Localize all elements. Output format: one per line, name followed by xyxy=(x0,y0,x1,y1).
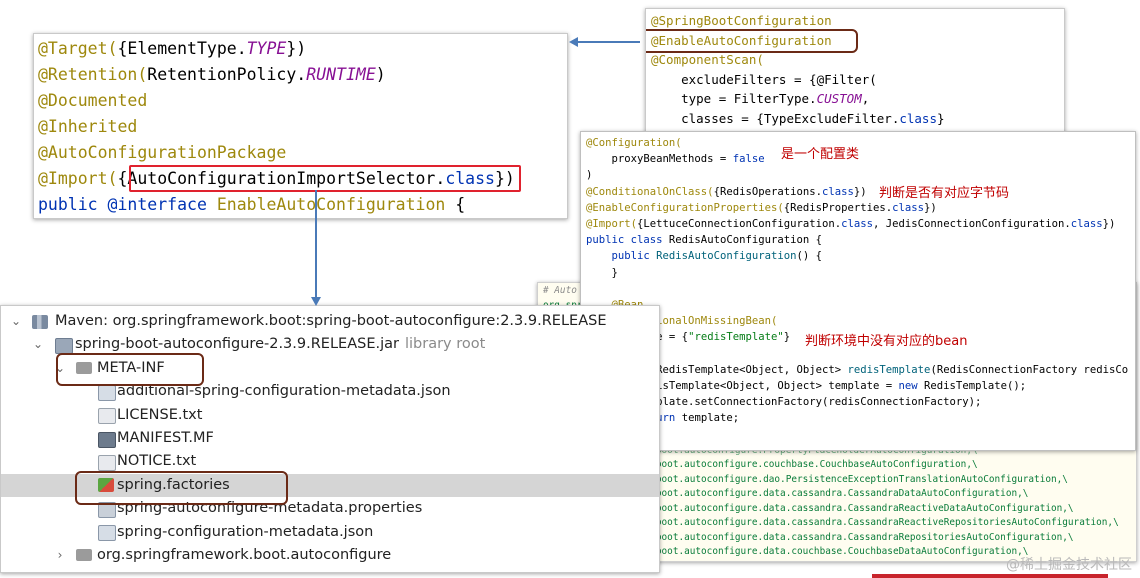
code-line: ) xyxy=(586,169,593,182)
highlight-meta-inf xyxy=(56,353,204,386)
tree-label: MANIFEST.MF xyxy=(117,430,214,446)
code-line: @Documented xyxy=(38,91,148,110)
factory-line: org.springframework.boot.autoconfigure.d… xyxy=(543,531,1074,543)
factory-line: org.springframework.boot.autoconfigure.d… xyxy=(543,546,1029,557)
annotation-config-class: 是一个配置类 xyxy=(781,147,860,162)
code-line: template.setConnectionFactory(redisConne… xyxy=(586,396,982,409)
tree-node-file[interactable]: LICENSE.txt xyxy=(1,404,659,427)
tree-node-jar[interactable]: ⌄ spring-boot-autoconfigure-2.3.9.RELEAS… xyxy=(1,333,659,356)
tree-label: spring.factories xyxy=(117,476,230,493)
chevron-right-icon[interactable]: › xyxy=(57,548,63,562)
highlight-enable-auto-configuration xyxy=(646,29,858,53)
factory-line: org.springframework.boot.autoconfigure.d… xyxy=(543,488,1029,499)
text-file-icon xyxy=(98,408,116,425)
tree-node-file[interactable]: spring-configuration-metadata.json xyxy=(1,521,659,544)
tree-node-maven-root[interactable]: ⌄ Maven: org.springframework.boot:spring… xyxy=(1,310,659,333)
highlight-spring-factories xyxy=(75,471,288,505)
code-line: public @interface EnableAutoConfiguratio… xyxy=(38,195,466,214)
spring-factories-icon xyxy=(98,478,114,493)
chevron-down-icon[interactable]: ⌄ xyxy=(54,360,66,375)
code-line: @Target({ElementType.TYPE}) xyxy=(38,39,307,58)
folder-icon xyxy=(76,549,92,561)
tree-node-file[interactable]: MANIFEST.MF xyxy=(1,427,659,450)
tree-label: NOTICE.txt xyxy=(117,453,197,470)
code-line: @SpringBootConfiguration xyxy=(651,13,832,28)
code-line: @Retention(RetentionPolicy.RUNTIME) xyxy=(38,65,386,84)
code-line: RedisTemplate<Object, Object> template =… xyxy=(586,380,1027,392)
code-line-enable-auto-config: @EnableAutoConfiguration xyxy=(651,32,832,48)
code-line: type = FilterType.CUSTOM, xyxy=(651,91,870,106)
arrow-connector-vertical xyxy=(315,190,317,300)
code-line: } xyxy=(586,266,618,279)
code-line: public class RedisAutoConfiguration { xyxy=(586,234,822,247)
code-panel-enable-auto-configuration: @Target({ElementType.TYPE}) @Retention(R… xyxy=(33,33,568,219)
code-line: public RedisTemplate<Object, Object> red… xyxy=(612,363,1129,376)
arrow-head-down-icon xyxy=(311,297,321,306)
code-line: proxyBeanMethods = false xyxy=(586,153,765,166)
code-line: excludeFilters = {@Filter( xyxy=(651,71,877,87)
bottom-red-strip xyxy=(872,574,1108,578)
project-tree-panel: ⌄ Maven: org.springframework.boot:spring… xyxy=(0,305,660,573)
tree-node-meta-inf[interactable]: ⌄ META-INF xyxy=(1,357,659,380)
code-line: @ConditionalOnClass({RedisOperations.cla… xyxy=(586,185,867,198)
tree-label: Maven: org.springframework.boot:spring-b… xyxy=(55,313,607,329)
manifest-file-icon xyxy=(98,431,116,448)
tree-node-spring-factories[interactable]: spring.factories xyxy=(1,473,659,498)
arrow-head-left-icon xyxy=(569,37,578,47)
folder-icon xyxy=(76,361,92,374)
tree-label: additional-spring-configuration-metadata… xyxy=(117,383,451,400)
code-line: @AutoConfigurationPackage xyxy=(38,143,287,162)
highlight-import-selector xyxy=(129,165,521,192)
chevron-down-icon[interactable]: ⌄ xyxy=(32,337,44,352)
tree-label: spring-configuration-metadata.json xyxy=(117,523,374,540)
tree-label: org.springframework.boot.autoconfigure xyxy=(97,547,392,563)
arrow-connector-horizontal xyxy=(571,41,640,43)
code-line: @EnableConfigurationProperties({RedisPro… xyxy=(586,201,937,214)
tree-node-package[interactable]: › org.springframework.boot.autoconfigure xyxy=(1,544,659,567)
tree-label: META-INF xyxy=(97,359,165,376)
factory-line: org.springframework.boot.autoconfigure.d… xyxy=(543,502,1074,514)
properties-file-icon xyxy=(98,501,116,518)
watermark: @稀土掘金技术社区 xyxy=(1006,557,1132,573)
factory-line: org.springframework.boot.autoconfigure.d… xyxy=(543,517,1119,528)
comment-line: # Auto xyxy=(543,285,577,296)
chevron-down-icon[interactable]: ⌄ xyxy=(10,314,22,328)
json-file-icon xyxy=(98,384,116,401)
factory-line: org.springframework.boot.autoconfigure.c… xyxy=(543,459,978,470)
code-line: @ComponentScan( xyxy=(651,52,764,67)
tree-label: LICENSE.txt xyxy=(117,406,203,423)
text-file-icon xyxy=(98,454,116,471)
code-line: public RedisAutoConfiguration() { xyxy=(586,250,823,263)
code-panel-redis-auto-configuration: @Configuration( proxyBeanMethods = false… xyxy=(580,131,1136,451)
code-panel-spring-boot-application: @SpringBootConfiguration @EnableAutoConf… xyxy=(645,8,1065,136)
code-line: @Configuration( xyxy=(586,137,682,149)
annotation-check-bytecode: 判断是否有对应字节码 xyxy=(879,186,1010,201)
code-line-import: @Import({AutoConfigurationImportSelector… xyxy=(38,169,515,188)
annotation-missing-bean: 判断环境中没有对应的bean xyxy=(805,334,968,349)
code-line: @Import({LettuceConnectionConfiguration.… xyxy=(586,218,1116,230)
code-line: classes = {TypeExcludeFilter.class} xyxy=(651,110,945,126)
factory-line: org.springframework.boot.autoconfigure.d… xyxy=(543,473,1068,485)
library-icon xyxy=(32,314,48,329)
jar-icon xyxy=(55,337,73,354)
code-line: @Inherited xyxy=(38,117,138,136)
json-file-icon xyxy=(98,525,116,542)
tree-node-file[interactable]: additional-spring-configuration-metadata… xyxy=(1,380,659,403)
tree-label: spring-boot-autoconfigure-2.3.9.RELEASE.… xyxy=(75,336,486,353)
tree-node-file[interactable]: NOTICE.txt xyxy=(1,450,659,473)
